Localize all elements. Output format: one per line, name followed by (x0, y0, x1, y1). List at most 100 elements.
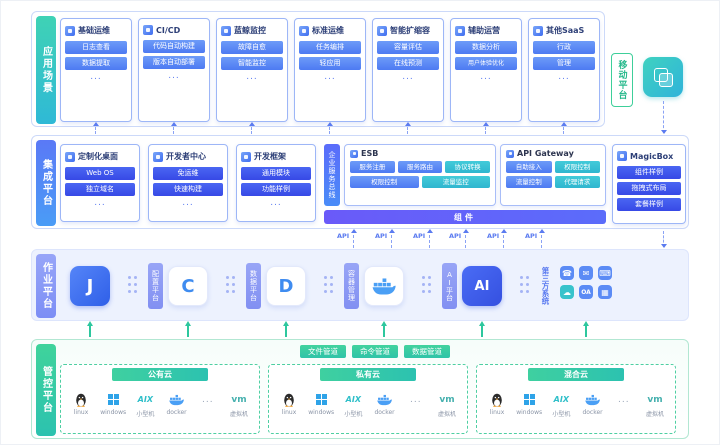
mobile-platform-label: 移动平台 (611, 53, 633, 107)
vm-icon: vm (231, 394, 247, 405)
job-platform-icon: J (70, 266, 110, 306)
third-party-icons: ☎ ✉ ⌨ ☁ OA ▦ (560, 266, 612, 299)
feature-pill: 权限控制 (350, 176, 419, 188)
esb-title: ESB (361, 149, 379, 158)
third-party-label: 第三方系统 (540, 258, 551, 314)
card-dev-framework: 开发框架 通用模块 功能样例 ... (236, 144, 316, 222)
os-linux: linux (277, 392, 301, 418)
windows-icon (523, 392, 535, 407)
os-vm: vm 虚拟机 (643, 392, 667, 419)
green-arrow (583, 321, 589, 337)
config-platform-label: 配置平台 (148, 263, 163, 309)
container-mgmt-label: 容器管理 (344, 263, 359, 309)
feature-pill: 服务路由 (397, 161, 443, 173)
api-label: API (337, 232, 350, 240)
cloud-title: 公有云 (112, 368, 208, 381)
windows-icon (315, 392, 327, 407)
container-platform-icon (364, 266, 404, 306)
feature-pill: Web OS (65, 167, 135, 180)
os-row: linux windows AIX 小型机 docker ... (277, 392, 459, 418)
api-gateway-header: API Gateway (506, 149, 600, 158)
feature-pill: 服务注册 (350, 161, 395, 173)
green-arrow (381, 321, 387, 337)
docker-icon (169, 392, 184, 407)
esb-row: 权限控制 流量监控 (350, 176, 490, 188)
third-party-text: 第三方系统 (541, 267, 550, 305)
os-more: ... (196, 392, 220, 418)
api-connector (500, 229, 507, 248)
card-cicd: CI/CD 代码自动构建 版本自动部署 ... (138, 18, 210, 122)
feature-pill: 轻应用 (299, 57, 361, 70)
monitor-icon (221, 25, 231, 36)
esb-header: ESB (350, 149, 490, 158)
integration-platform-section: 集成平台 定制化桌面 Web OS 独立域名 ... 开发者中心 免运维 快速构… (31, 135, 689, 229)
feature-pill: 日志查看 (65, 41, 127, 54)
os-label: docker (374, 409, 395, 416)
card-header: 定制化桌面 (65, 151, 135, 162)
connector-dashed (404, 122, 411, 134)
dots-separator (324, 276, 327, 279)
os-label: docker (166, 409, 187, 416)
os-label: 虚拟机 (229, 411, 248, 418)
application-scenarios-section: 应用场景 基础运维 日志查看 数据提取 ... CI/CD 代码自动构建 版本自… (31, 11, 605, 127)
feature-pill: 代理请求 (554, 176, 600, 188)
oa-icon: OA (579, 285, 593, 299)
feature-pill: 管理 (533, 57, 595, 70)
os-vm: vm 虚拟机 (227, 392, 251, 419)
connector-dashed (660, 231, 667, 248)
os-linux: linux (69, 392, 93, 418)
feature-pill: 拖拽式布局 (617, 182, 681, 195)
card-title: 开发者中心 (166, 152, 206, 161)
job-letter: J (86, 275, 94, 297)
api-label: API (525, 232, 538, 240)
api-connector (538, 229, 545, 248)
auto-scaling-icon (377, 25, 387, 36)
os-aix: AIX 小型机 (133, 392, 157, 418)
feature-pill: 代码自动构建 (143, 40, 205, 53)
basic-ops-icon (65, 25, 75, 36)
pipe-tag-data: 数据管道 (404, 345, 450, 358)
api-connector (388, 229, 395, 248)
os-label: 小型机 (344, 411, 363, 418)
pipe-tag-file: 文件管道 (300, 345, 346, 358)
more-ellipsis: ... (558, 72, 570, 82)
platform-label-text: 数据平台 (249, 270, 258, 302)
job-platform-label: 作业平台 (36, 254, 56, 318)
os-more: ... (612, 392, 636, 418)
card-title: CI/CD (156, 25, 181, 35)
feature-pill: 权限控制 (554, 161, 600, 173)
feature-pill: 功能样例 (241, 183, 311, 196)
connector-dashed (660, 101, 667, 134)
feature-pill: 独立域名 (65, 183, 135, 196)
feature-pill: 流量控制 (506, 176, 552, 188)
more-ellipsis: ... (246, 72, 258, 82)
os-label: windows (100, 409, 127, 416)
linux-icon (75, 392, 87, 407)
card-title: 定制化桌面 (78, 152, 118, 161)
config-letter: C (181, 275, 195, 297)
windows-icon (107, 392, 119, 407)
dots-separator (422, 276, 425, 279)
cloud-private: 私有云 linux windows AIX 小型机 (268, 364, 468, 434)
platform-label-text: AI平台 (445, 271, 454, 301)
section-label-text: 集成平台 (40, 159, 52, 207)
os-windows: windows (308, 392, 334, 418)
card-auto-scaling: 智能扩缩容 容量评估 在线预测 ... (372, 18, 444, 122)
cloud-title: 混合云 (528, 368, 624, 381)
aix-icon: AIX (137, 395, 153, 404)
mail-icon: ✉ (579, 266, 593, 280)
feature-pill: 通用模块 (241, 167, 311, 180)
esb-box: ESB 服务注册 服务路由 协议转换 权限控制 流量监控 (344, 144, 496, 206)
more-ellipsis: ... (324, 72, 336, 82)
card-header: MagicBox (617, 151, 681, 161)
green-arrow (185, 321, 191, 337)
dev-framework-icon (241, 151, 251, 162)
operation-support-icon (455, 25, 465, 36)
card-header: 基础运维 (65, 25, 127, 36)
api-label: API (449, 232, 462, 240)
os-windows: windows (516, 392, 542, 418)
card-custom-desktop: 定制化桌面 Web OS 独立域名 ... (60, 144, 140, 222)
gateway-row: 流量控制 代理请求 (506, 176, 600, 188)
mobile-app-icon (653, 67, 673, 87)
connector-dashed (248, 122, 255, 134)
